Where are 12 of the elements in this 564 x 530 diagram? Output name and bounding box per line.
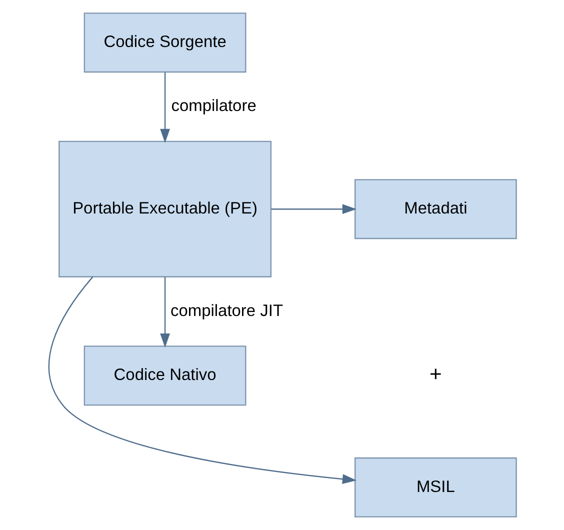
arrow	[160, 72, 170, 143]
node-box: Portable Executable (PE)	[58, 140, 272, 278]
arrow	[48, 276, 356, 484]
node-box: Metadati	[354, 179, 516, 240]
edge-label: compilatore	[170, 97, 256, 116]
label: +	[429, 362, 442, 386]
node-box: Codice Sorgente	[83, 12, 246, 73]
arrow	[160, 277, 170, 348]
node-box: Codice Nativo	[83, 346, 246, 406]
edge-label: compilatore JIT	[170, 302, 283, 320]
node-box: MSIL	[354, 457, 516, 518]
arrow	[270, 204, 356, 214]
